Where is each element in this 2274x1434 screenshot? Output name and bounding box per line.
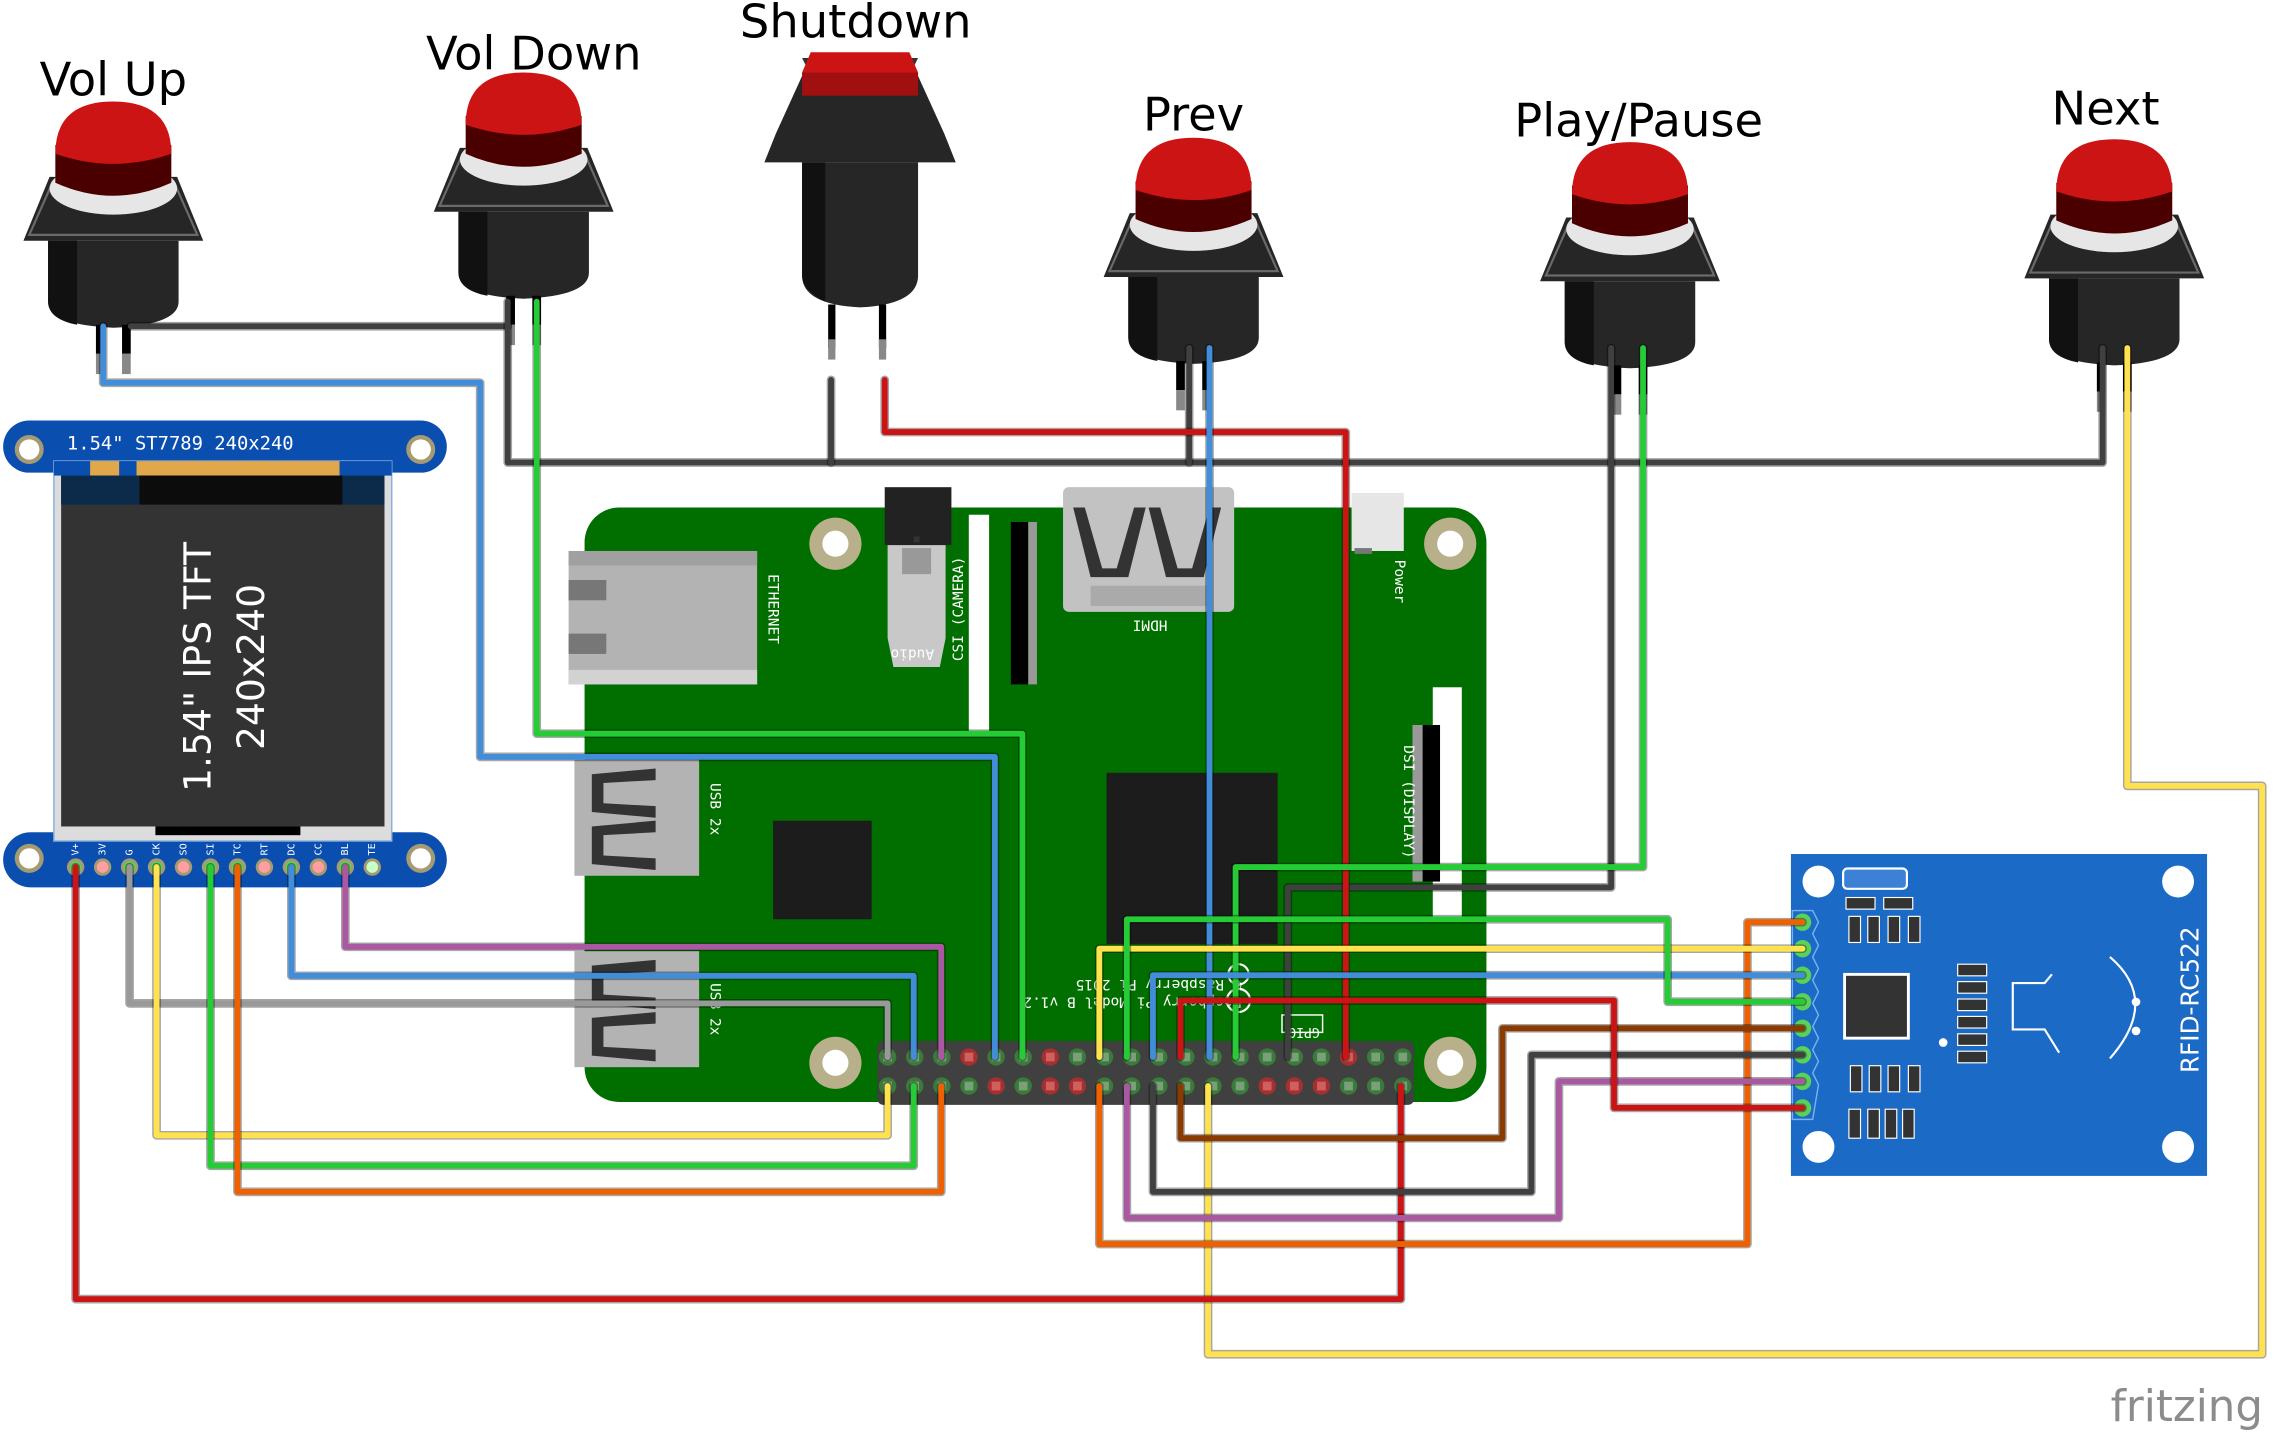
tft-screen-line2: 240x240 [229, 584, 273, 750]
tft-pin-label: SI [205, 843, 216, 855]
tft-pin-label: DC [286, 843, 297, 855]
rfid-label: RFID-RC522 [2175, 926, 2204, 1072]
next-button[interactable] [2023, 138, 2206, 413]
play-pause-button[interactable] [1538, 141, 1721, 416]
tft-pin-label: TE [367, 843, 378, 855]
mount-hole-br [1424, 1036, 1477, 1089]
wire-tft-ck[interactable] [152, 862, 892, 1140]
tft-display-module: 1.54" ST7789 240x240 1.54" IPS TFT 240x2… [3, 420, 447, 888]
wire-volup-signal[interactable] [98, 321, 1000, 1062]
tft-pin-label: 3V [98, 843, 109, 855]
tft-pin-label: CK [151, 842, 162, 855]
mount-hole-bl [809, 1036, 862, 1089]
button-label-vol-up: Vol Up [40, 53, 188, 107]
wire-rfid-4[interactable] [1122, 914, 1807, 1062]
wire-rfid-6[interactable] [1148, 1050, 1807, 1197]
tft-pin-label: CC [313, 843, 324, 855]
csi-connector [1010, 521, 1037, 685]
tft-pin-label: TC [232, 843, 243, 855]
fritzing-watermark: fritzing [2111, 1382, 2263, 1432]
tft-pin-label: SO [178, 843, 189, 855]
hdmi-port [1063, 487, 1235, 612]
wire-tft-dc[interactable] [287, 862, 919, 1062]
dsi-label: DSI (DISPLAY) [1400, 745, 1416, 858]
rfid-rc522-module: RFID-RC522 [1790, 854, 2208, 1176]
usb-bottom-label: USB 2x [707, 983, 723, 1036]
usb-port-bottom [574, 951, 700, 1068]
tft-screen: 1.54" IPS TFT 240x240 [175, 541, 273, 792]
button-label-shutdown: Shutdown [740, 0, 972, 49]
audio-jack [884, 487, 952, 667]
raspberry-pi-board: ETHERNET Audio CSI (CAMERA) HDMI [568, 487, 1487, 1105]
wire-voldown-signal[interactable] [532, 297, 1027, 1062]
vol-up-button[interactable] [22, 100, 205, 376]
cpu-chip [1106, 772, 1278, 944]
wire-playpause-signal[interactable] [1231, 343, 1648, 1062]
csi-label: CSI (CAMERA) [951, 557, 967, 662]
copyright-label: © Raspberry Pi 2015 [1076, 976, 1242, 992]
tft-screen-line1: 1.54" IPS TFT [175, 541, 219, 792]
tft-pin-label: RT [259, 843, 270, 855]
mount-hole-tr [1424, 517, 1477, 570]
usb-top-label: USB 2x [707, 783, 723, 836]
tft-pin-label: BL [340, 843, 351, 855]
wire-tft-bl[interactable] [340, 862, 946, 1062]
wire-rfid-8[interactable] [1176, 996, 1807, 1113]
wire-tft-si[interactable] [206, 862, 919, 1171]
tft-header-label: 1.54" ST7789 240x240 [67, 433, 294, 454]
wire-next-signal[interactable] [1203, 343, 2267, 1359]
gpio-label: GPIO [1288, 1024, 1320, 1039]
wire-rfid-5[interactable] [1176, 1023, 1807, 1143]
ethernet-port [568, 550, 758, 685]
wire-rfid-3[interactable] [1148, 970, 1807, 1062]
mount-hole-tl [809, 517, 862, 570]
vol-down-button[interactable] [432, 71, 615, 347]
shutdown-button[interactable] [764, 52, 956, 360]
hdmi-label: HDMI [1133, 617, 1168, 633]
wire-rfid-1[interactable] [1094, 917, 1807, 1249]
wire-shutdown-signal[interactable] [880, 375, 1351, 1062]
wire-tft-tc[interactable] [233, 862, 946, 1197]
power-port [1351, 492, 1404, 554]
wires-layer [71, 297, 2267, 1359]
wire-rfid-7[interactable] [1122, 1077, 1807, 1223]
wire-rfid-2[interactable] [1094, 944, 1807, 1062]
gpio-header [877, 1041, 1414, 1105]
usb-port-top [574, 759, 700, 876]
soc-chip [773, 820, 872, 920]
tft-pin-label: G [124, 849, 135, 855]
dsi-connector [1412, 724, 1441, 882]
button-label-next: Next [2052, 82, 2160, 136]
tft-pin-label: V+ [71, 843, 82, 855]
wire-gnd-bus[interactable] [503, 297, 2108, 467]
power-label: Power [1391, 560, 1407, 604]
audio-label: Audio [891, 646, 935, 662]
prev-button[interactable] [1102, 136, 1285, 412]
button-label-vol-down: Vol Down [426, 27, 642, 81]
wire-tft-gnd[interactable] [125, 862, 892, 1062]
button-label-prev: Prev [1143, 87, 1244, 141]
rfid-chip [1843, 972, 1910, 1040]
wire-gnd-playpause[interactable] [1283, 343, 1616, 1062]
button-label-play-pause: Play/Pause [1514, 93, 1763, 147]
ethernet-label: ETHERNET [765, 574, 781, 644]
